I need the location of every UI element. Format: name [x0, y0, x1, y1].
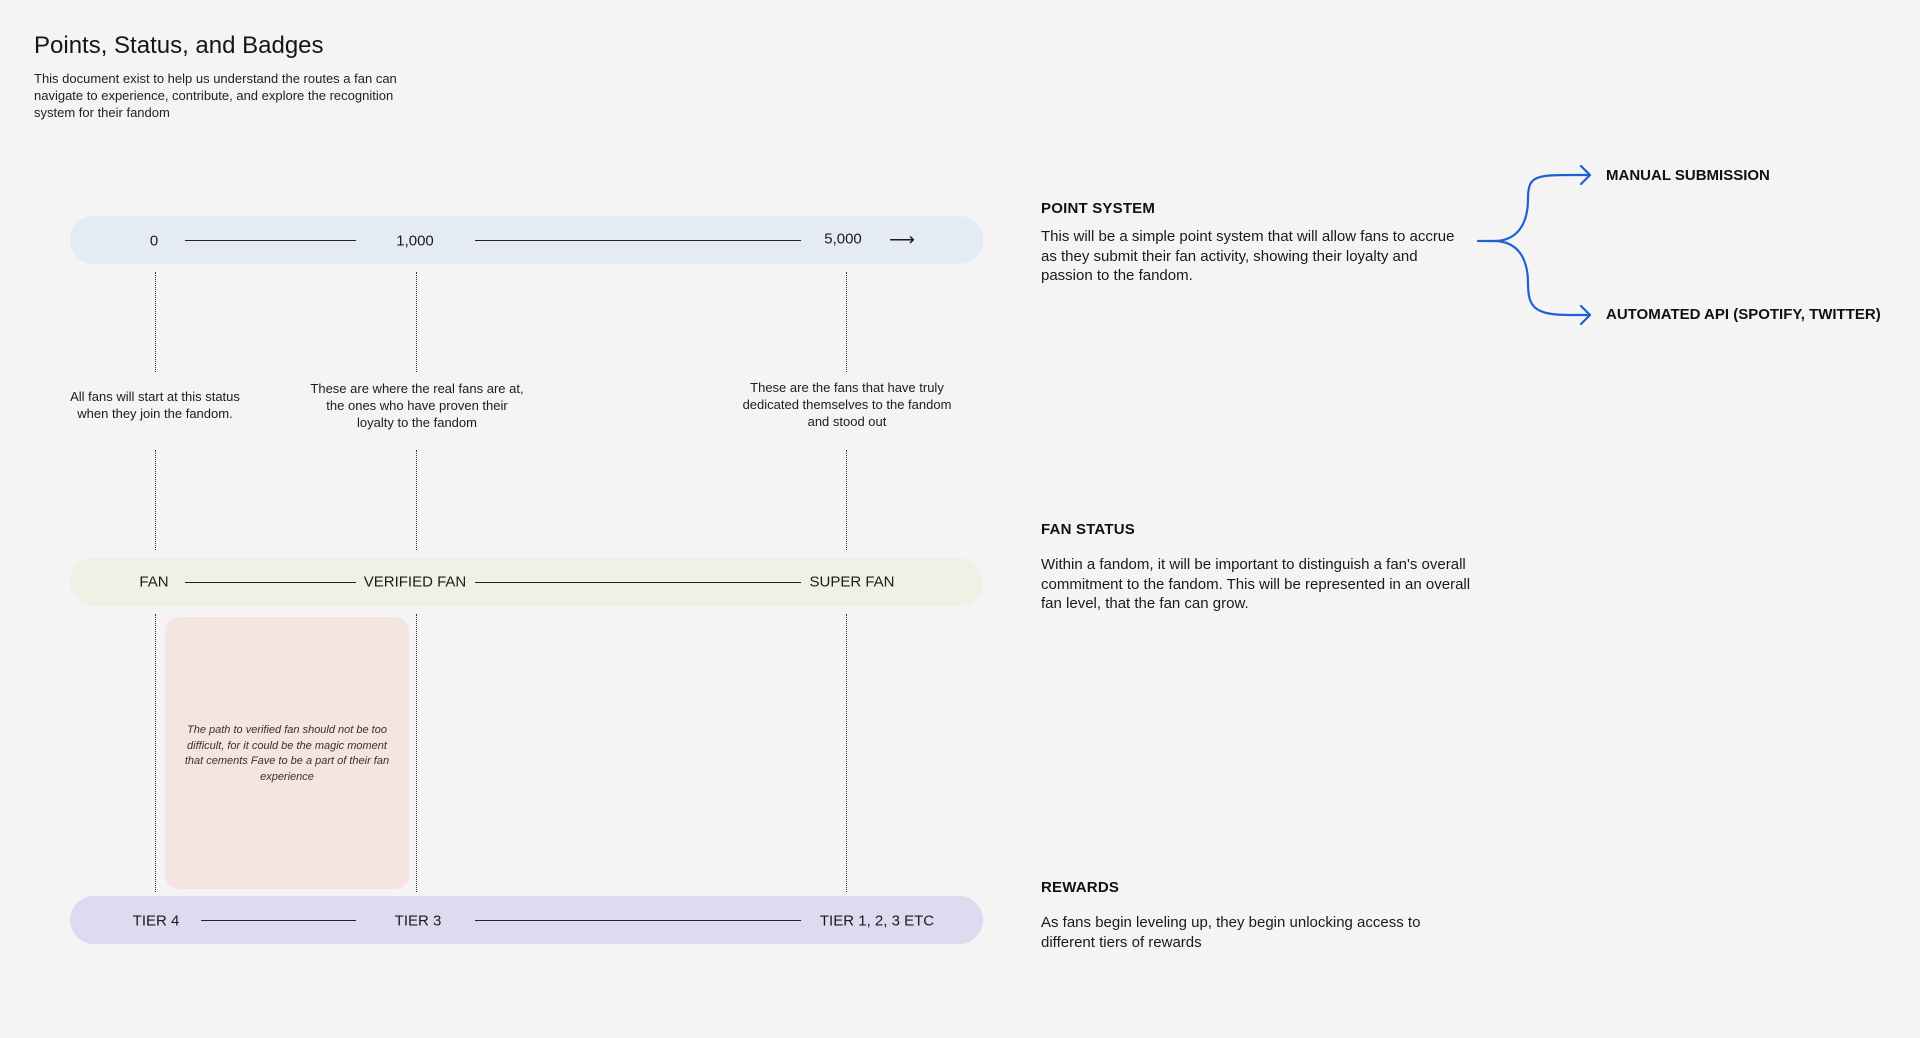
manual-submission-label: MANUAL SUBMISSION [1606, 167, 1770, 184]
page-title: Points, Status, and Badges [34, 32, 324, 59]
tier-bar: TIER 4 TIER 3 TIER 1, 2, 3 ETC [70, 896, 983, 944]
connector-line [185, 582, 356, 583]
rewards-heading: REWARDS [1041, 879, 1120, 896]
arrow-head-bottom [1579, 304, 1592, 326]
points-label-5000: 5,000 [824, 230, 862, 248]
status-bar: FAN VERIFIED FAN SUPER FAN [70, 558, 983, 606]
status-label-fan: FAN [139, 573, 169, 591]
branch-arrows-icon [1476, 164, 1592, 326]
dotted-line [155, 272, 156, 372]
tier-label-4: TIER 4 [132, 912, 180, 930]
dotted-line [155, 450, 156, 550]
verified-path-callout: The path to verified fan should not be t… [165, 617, 409, 889]
dotted-line [846, 272, 847, 372]
points-label-1000: 1,000 [396, 232, 434, 250]
connector-line [475, 920, 801, 921]
branch-line-bottom [1492, 239, 1592, 317]
fan-status-heading: FAN STATUS [1041, 521, 1135, 538]
dotted-line [846, 614, 847, 892]
note-super-fan: These are the fans that have truly dedic… [742, 380, 952, 429]
point-system-heading: POINT SYSTEM [1041, 200, 1156, 217]
branch-line-top [1476, 173, 1592, 243]
connector-line [475, 582, 801, 583]
arrow-right-icon: ⟶ [889, 229, 915, 250]
automated-api-label: AUTOMATED API (SPOTIFY, TWITTER) [1606, 306, 1881, 323]
note-verified-fan: These are where the real fans are at, th… [310, 381, 524, 430]
dotted-line [416, 614, 417, 892]
connector-line [185, 240, 356, 241]
points-label-0: 0 [149, 232, 159, 250]
note-fan: All fans will start at this status when … [70, 389, 240, 421]
fan-status-body: Within a fandom, it will be important to… [1041, 556, 1471, 612]
dotted-line [416, 272, 417, 372]
rewards-body: As fans begin leveling up, they begin un… [1041, 914, 1421, 951]
tier-label-3: TIER 3 [394, 912, 442, 930]
tier-label-1-2-3: TIER 1, 2, 3 ETC [819, 912, 935, 930]
page-description: This document exist to help us understan… [34, 71, 397, 120]
dotted-line [155, 614, 156, 892]
arrow-head-top [1579, 164, 1592, 186]
points-bar: 0 1,000 5,000 ⟶ [70, 216, 983, 264]
status-label-verified-fan: VERIFIED FAN [363, 573, 467, 591]
connector-line [201, 920, 356, 921]
connector-line [475, 240, 801, 241]
dotted-line [416, 450, 417, 550]
callout-text: The path to verified fan should not be t… [184, 724, 390, 783]
status-label-super-fan: SUPER FAN [809, 573, 895, 591]
point-system-body: This will be a simple point system that … [1041, 228, 1455, 284]
dotted-line [846, 450, 847, 550]
